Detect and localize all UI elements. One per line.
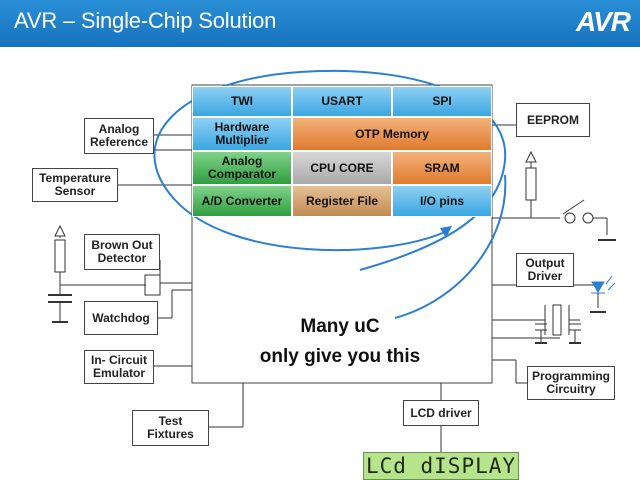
analog-comparator-block: Analog Comparator <box>192 151 292 185</box>
hardware-multiplier-block: Hardware Multiplier <box>192 117 292 151</box>
avr-logo: AVR <box>575 6 631 37</box>
programming-circuitry-box: Programming Circuitry <box>527 366 615 400</box>
analog-reference-box: Analog Reference <box>84 118 154 154</box>
register-file-block: Register File <box>292 185 392 217</box>
watchdog-box: Watchdog <box>84 301 158 335</box>
title-bar <box>0 0 640 47</box>
eeprom-box: EEPROM <box>516 103 590 137</box>
otp-memory-block: OTP Memory <box>292 117 492 151</box>
in-circuit-emulator-box: In- Circuit Emulator <box>84 350 154 384</box>
caption-line-2: only give you this <box>259 346 421 367</box>
lcd-display: LCd dISPLAY <box>363 452 519 480</box>
test-fixtures-box: Test Fixtures <box>132 410 209 446</box>
output-driver-box: Output Driver <box>516 253 574 287</box>
sram-block: SRAM <box>392 151 492 185</box>
page-title: AVR – Single-Chip Solution <box>14 8 277 33</box>
cpu-core-block: CPU CORE <box>292 151 392 185</box>
usart-block: USART <box>292 86 392 117</box>
spi-block: SPI <box>392 86 492 117</box>
caption-line-1: Many uC <box>300 316 380 337</box>
brown-out-detector-box: Brown Out Detector <box>84 234 160 270</box>
io-pins-block: I/O pins <box>392 185 492 217</box>
temperature-sensor-box: Temperature Sensor <box>32 168 118 202</box>
lcd-driver-box: LCD driver <box>403 400 479 426</box>
twi-block: TWI <box>192 86 292 117</box>
adc-block: A/D Converter <box>192 185 292 217</box>
